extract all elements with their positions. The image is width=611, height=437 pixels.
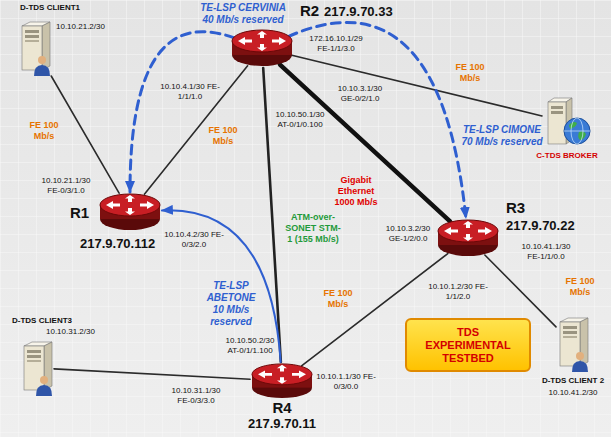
server-drive xyxy=(25,35,39,38)
interface-label: 10.10.3.1/30 GE-0/2/1.0 xyxy=(330,84,390,104)
user-body xyxy=(34,65,50,76)
ip-address: 217.9.70.112 xyxy=(80,236,155,251)
globe-equator xyxy=(564,131,590,132)
server-drive xyxy=(551,106,563,109)
server-icon xyxy=(20,340,54,396)
lsp-label: TE-LSP CERVINIA 40 Mb/s reserved xyxy=(195,2,291,26)
router-arrows xyxy=(444,221,492,241)
node-name: R4 xyxy=(272,399,291,416)
link-label: ATM-over-SONET STM-1 (155 Mb/s) xyxy=(284,212,342,245)
router-icon xyxy=(436,218,500,258)
server-front xyxy=(560,322,580,366)
ip-address: 217.9.70.33 xyxy=(324,4,393,19)
router-node: R4217.9.70.11 xyxy=(250,362,314,400)
router-icon xyxy=(230,28,294,68)
node-name: C-TDS BROKER xyxy=(536,151,597,161)
user-body xyxy=(572,361,588,372)
interface-label: 10.10.4.1/30 FE-1/1/1.0 xyxy=(160,82,220,102)
network-link xyxy=(280,65,450,222)
server-drive xyxy=(27,350,41,353)
server-drive xyxy=(27,355,41,358)
interface-label: 10.10.41.1/30 FE-1/1/0.0 xyxy=(516,242,576,262)
network-link xyxy=(54,369,250,379)
router-arrows xyxy=(258,365,306,384)
interface-label: 10.10.31.1/30 FE-0/3/3.0 xyxy=(166,386,226,406)
link-label: FE 100 Mb/s xyxy=(452,62,488,84)
network-link xyxy=(51,76,119,193)
lsp-label: TE-LSP CIMONE 70 Mb/s reserved xyxy=(460,124,544,148)
router-arrows xyxy=(238,31,286,51)
node-name: D-TDS CLIENT3 xyxy=(12,316,72,326)
link-label: Gigabit Ethernet 1000 Mb/s xyxy=(330,175,382,208)
user-body xyxy=(36,385,52,396)
globe xyxy=(564,118,590,144)
broker-node: C-TDS BROKER xyxy=(542,96,592,148)
server-front xyxy=(22,26,42,70)
interface-label: 10.10.50.2/30 AT-0/1/1.100 xyxy=(220,336,280,356)
ip-address: 217.9.70.11 xyxy=(248,416,316,431)
router-node: R2217.9.70.33 xyxy=(230,28,294,68)
user-head xyxy=(40,376,48,384)
node-name: D-TDS CLIENT1 xyxy=(20,3,80,13)
server-node: D-TDS CLIENT110.10.21.2/30 xyxy=(18,20,52,76)
router-icon xyxy=(98,192,162,232)
user-head xyxy=(576,352,584,360)
interface-label: 10.10.50.1/30 AT-0/1/0.100 xyxy=(270,110,330,130)
link-label: FE 100 Mb/s xyxy=(320,288,356,310)
router-top xyxy=(438,220,498,242)
broker-icon xyxy=(542,96,592,148)
server-drive xyxy=(27,360,41,362)
server-node: D-TDS CLIENT 210.10.41.2/30 xyxy=(556,316,590,372)
ip-address: 10.10.21.2/30 xyxy=(56,22,105,32)
node-name: R1 xyxy=(70,204,89,221)
server-drive xyxy=(25,40,39,42)
ip-address: 10.10.31.2/30 xyxy=(46,327,95,337)
server-icon xyxy=(18,20,52,76)
network-link xyxy=(292,55,542,116)
lsp-label: TE-LSP ABETONE 10 Mb/s reserved xyxy=(204,280,258,328)
ip-address: 10.10.41.2/30 xyxy=(549,388,598,398)
router-node: R3217.9.70.22 xyxy=(436,218,500,258)
server-drive xyxy=(563,336,577,338)
network-link xyxy=(485,255,556,327)
router-top xyxy=(232,30,292,52)
interface-label: 10.10.4.2/30 FE-0/3/2.0 xyxy=(164,230,224,250)
user-head xyxy=(38,56,46,64)
router-top xyxy=(100,194,160,216)
network-link xyxy=(144,66,247,194)
interface-label: 172.16.10.1/29 FE-1/1/3.0 xyxy=(306,34,366,54)
router-node: R1217.9.70.112 xyxy=(98,192,162,232)
node-name: D-TDS CLIENT 2 xyxy=(542,376,604,386)
box-title: TDS EXPERIMENTAL TESTBED xyxy=(420,326,516,365)
server-drive xyxy=(563,331,577,334)
router-arrows xyxy=(106,195,154,215)
server-drive xyxy=(551,111,563,114)
node-name: R2 xyxy=(300,2,319,19)
server-front xyxy=(24,346,44,390)
link-label: FE 100 Mb/s xyxy=(562,276,598,298)
server-drive xyxy=(25,30,39,33)
server-node: D-TDS CLIENT310.10.31.2/30 xyxy=(20,340,54,396)
ip-address: 217.9.70.22 xyxy=(506,218,575,233)
server-drive xyxy=(563,326,577,329)
interface-label: 10.10.3.2/30 GE-1/2/0.0 xyxy=(378,224,438,244)
interface-label: 10.10.1.2/30 FE-1/1/2.0 xyxy=(428,282,488,302)
te-lsp-path xyxy=(162,210,281,362)
node-name: R3 xyxy=(506,199,525,216)
interface-label: 10.10.21.1/30 FE-0/3/1.0 xyxy=(36,176,96,196)
te-lsp-path xyxy=(130,32,234,192)
link-label: FE 100 Mb/s xyxy=(26,120,62,142)
server-front xyxy=(548,102,566,144)
server-icon xyxy=(556,316,590,372)
router-top xyxy=(252,364,312,385)
interface-label: 10.10.1.1/30 FE-0/3/0.0 xyxy=(316,372,376,392)
testbed-box: TDS EXPERIMENTAL TESTBED xyxy=(405,318,531,372)
router-icon xyxy=(250,362,314,400)
link-label: FE 100 Mb/s xyxy=(205,125,241,147)
